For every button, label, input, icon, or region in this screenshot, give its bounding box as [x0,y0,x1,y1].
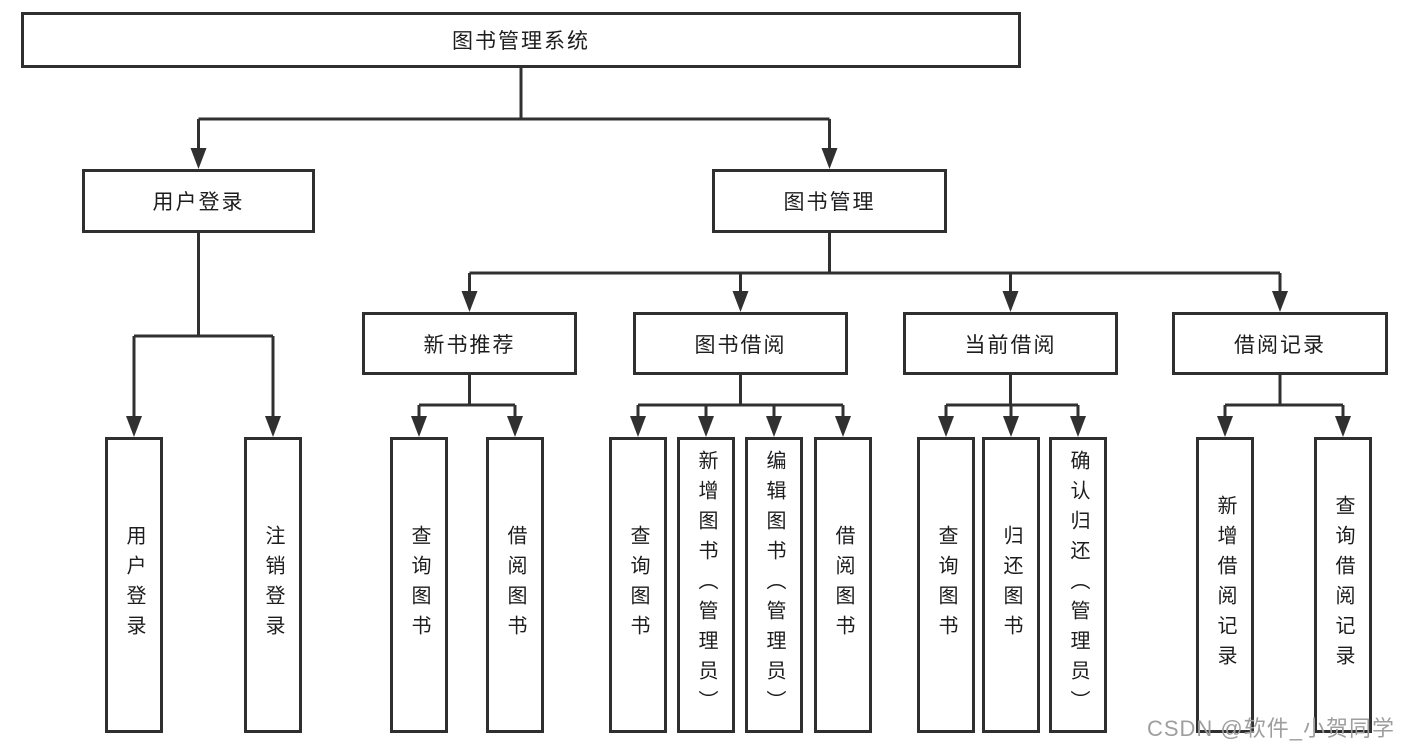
leaf-current-confirm-return-admin: 确认归还（管理员） [1049,437,1107,733]
leaf-records-add-record: 新增借阅记录 [1196,437,1254,733]
leaf-label: 注销登录 [262,525,284,645]
leaf-records-query-record: 查询借阅记录 [1314,437,1372,733]
connector-newbook-children [411,375,523,437]
node-book-borrowing: 图书借阅 [633,312,848,375]
node-new-book-recommendation: 新书推荐 [362,312,577,375]
connector-userlogin-children [126,233,281,437]
node-root: 图书管理系统 [21,12,1021,68]
leaf-label: 借阅图书 [504,525,526,645]
node-book-management: 图书管理 [712,169,947,233]
connector-currentborrow-children [938,375,1086,437]
connector-borrowrecord-children [1217,375,1351,437]
leaf-borrowing-edit-books-admin: 编辑图书（管理员） [745,437,803,733]
leaf-borrowing-borrow-books: 借阅图书 [814,437,872,733]
leaf-borrowing-query-books: 查询图书 [609,437,667,733]
leaf-borrowing-add-books-admin: 新增图书（管理员） [677,437,735,733]
leaf-label: 确认归还（管理员） [1067,450,1089,720]
leaf-label: 借阅图书 [832,525,854,645]
leaf-label: 查询图书 [627,525,649,645]
node-borrowing-records: 借阅记录 [1172,312,1388,375]
leaf-label: 新增借阅记录 [1214,495,1236,675]
leaf-label: 编辑图书（管理员） [763,450,785,720]
leaf-logout: 注销登录 [244,437,302,733]
leaf-newbook-query-books: 查询图书 [390,437,448,733]
csdn-watermark: CSDN @软件_小贺同学 [1146,716,1395,741]
connector-root-to-level2 [190,68,838,169]
leaf-newbook-borrow-books: 借阅图书 [486,437,544,733]
leaf-user-login: 用户登录 [105,437,163,733]
leaf-label: 查询图书 [935,525,957,645]
leaf-label: 用户登录 [123,525,145,645]
connector-bookborrow-children [630,375,851,437]
node-current-borrowing: 当前借阅 [903,312,1118,375]
node-user-login: 用户登录 [82,169,315,233]
leaf-label: 归还图书 [1000,525,1022,645]
connector-bookmgmt-children [461,233,1288,312]
leaf-label: 新增图书（管理员） [695,450,717,720]
leaf-current-query-books: 查询图书 [917,437,975,733]
leaf-label: 查询借阅记录 [1332,495,1354,675]
leaf-current-return-books: 归还图书 [982,437,1040,733]
leaf-label: 查询图书 [408,525,430,645]
